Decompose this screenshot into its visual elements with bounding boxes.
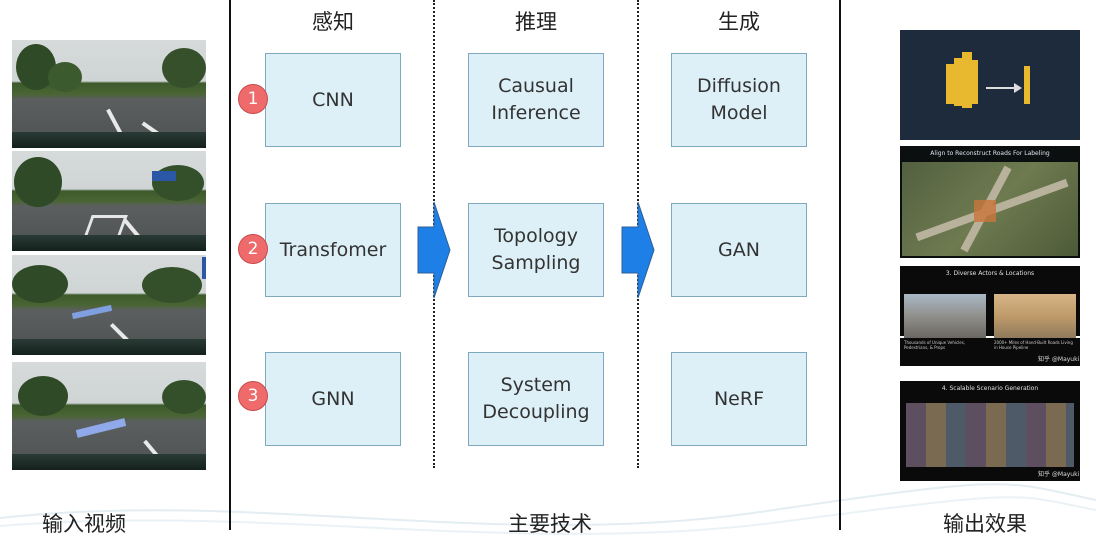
badge-2: 2: [238, 234, 268, 264]
input-frame-3: [12, 255, 206, 355]
column-title-perception: 感知: [312, 10, 354, 34]
background-wave: [0, 483, 1096, 535]
column-title-reasoning: 推理: [515, 10, 557, 34]
badge-3: 3: [238, 381, 268, 411]
output-thumb-roads: Align to Reconstruct Roads For Labeling: [900, 146, 1080, 258]
output-thumb-scenario: 4. Scalable Scenario Generation 知乎 @Mayu…: [900, 381, 1080, 481]
watermark-2: 知乎 @Mayuki: [1038, 471, 1080, 478]
occupancy-visual-icon: [946, 52, 1030, 108]
output-thumb-occupancy: [900, 30, 1080, 140]
output-thumb-actors: 3. Diverse Actors & Locations: [900, 266, 1080, 338]
output-thumb-actors-caption: Thousands of Unique Vehicles, Pedestrian…: [900, 338, 1080, 366]
box-cnn: CNN: [265, 53, 401, 147]
input-frame-4: [12, 362, 206, 470]
box-system-decoupling: System Decoupling: [468, 352, 604, 446]
badge-1: 1: [238, 84, 268, 114]
input-frame-1: [12, 40, 206, 148]
scenario-thumb-title: 4. Scalable Scenario Generation: [941, 385, 1039, 392]
arrow-right-icon: [417, 201, 451, 299]
box-diffusion-model: Diffusion Model: [671, 53, 807, 147]
separator-right: [839, 0, 841, 530]
actors-thumb-title: 3. Diverse Actors & Locations: [945, 270, 1035, 277]
box-topology-sampling: Topology Sampling: [468, 203, 604, 297]
box-gan: GAN: [671, 203, 807, 297]
arrow-right-icon: [621, 201, 655, 299]
box-gnn: GNN: [265, 352, 401, 446]
column-title-generation: 生成: [718, 10, 760, 34]
box-transformer: Transfomer: [265, 203, 401, 297]
label-output-effect: 输出效果: [943, 512, 1027, 536]
actors-caption-right: 2000+ Miles of Hand-Built Roads Living i…: [994, 340, 1073, 350]
input-frame-2: [12, 151, 206, 251]
actors-caption-left: Thousands of Unique Vehicles, Pedestrian…: [904, 340, 966, 350]
label-main-tech: 主要技术: [508, 512, 592, 536]
separator-left: [229, 0, 231, 530]
box-nerf: NeRF: [671, 352, 807, 446]
watermark-1: 知乎 @Mayuki: [1038, 356, 1080, 363]
road-thumb-title: Align to Reconstruct Roads For Labeling: [930, 150, 1050, 157]
box-causal-inference: Causual Inference: [468, 53, 604, 147]
label-input-video: 输入视频: [42, 512, 126, 536]
